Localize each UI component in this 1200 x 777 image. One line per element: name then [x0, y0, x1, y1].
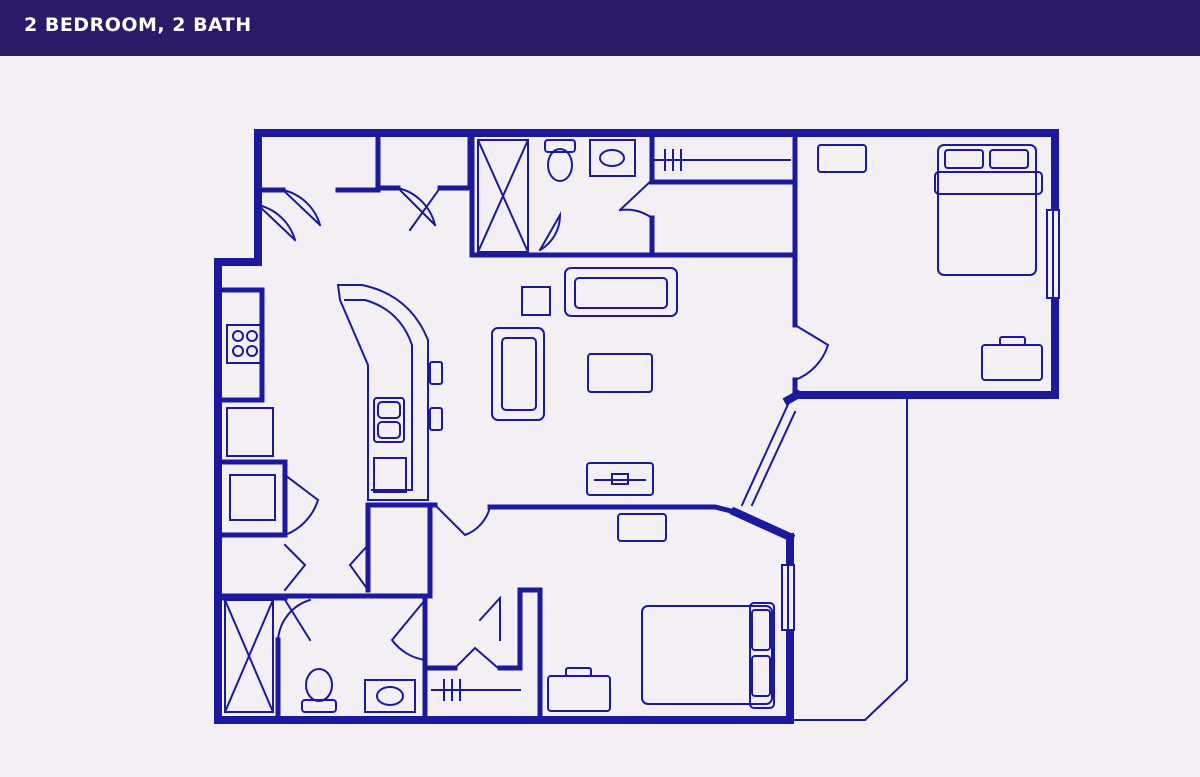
door-swing-icon: [408, 186, 442, 232]
door-swing-icon: [793, 323, 830, 382]
door-swing-icon: [283, 543, 307, 592]
interior-walls: [219, 133, 798, 719]
door-swing-icon: [276, 598, 312, 642]
nightstand: [617, 513, 667, 542]
sofa-icon: [564, 267, 678, 317]
toilet-icon: [544, 139, 576, 153]
sink-icon: [364, 679, 416, 713]
door-swing-icon: [281, 188, 322, 227]
dishwasher: [373, 457, 407, 493]
door-swing-icon: [283, 473, 320, 537]
sink-icon: [373, 397, 405, 443]
bedroom1-furniture: [817, 144, 1043, 381]
bedroom2-furniture: [547, 513, 775, 712]
door-swing-icon: [538, 211, 562, 252]
living-room-furniture: [491, 267, 678, 496]
door-swing-icon: [256, 203, 297, 242]
fridge: [226, 407, 274, 457]
desk-icon: [547, 675, 611, 712]
sliding-door-2: [750, 410, 797, 507]
door-swing-icon: [396, 186, 437, 227]
shower-icon: [477, 139, 529, 253]
exterior-wall-top: [254, 129, 1059, 399]
windows: [781, 209, 1060, 631]
wall-hall-2: [365, 502, 433, 599]
bar-stool-icon: [429, 407, 443, 431]
wall-hall-4: [487, 504, 739, 516]
door-swing-icon: [618, 178, 654, 220]
bed-icon: [937, 144, 1037, 276]
armchair-icon: [491, 327, 545, 421]
door-swing-icon: [478, 595, 501, 641]
bed-icon: [641, 605, 773, 705]
stove-icon: [226, 324, 264, 364]
wall-closet-br2-b: [517, 587, 543, 719]
exterior-wall-left: [214, 258, 794, 724]
door-swing-icon: [348, 543, 370, 592]
sliding-door: [740, 398, 792, 507]
closet-rod-icon: [654, 149, 791, 171]
washer: [229, 474, 276, 521]
balcony-outline: [789, 394, 908, 721]
page-title: 2 BEDROOM, 2 BATH: [24, 14, 252, 36]
coffee-table: [587, 353, 653, 393]
bath1-fixtures: [476, 138, 791, 254]
wall-closet-2b: [437, 133, 473, 191]
desk-icon: [981, 344, 1043, 381]
nightstand: [817, 144, 867, 173]
side-table: [521, 286, 551, 316]
shower-icon: [224, 599, 274, 713]
kitchen-island: [336, 284, 429, 501]
kitchen-fixtures: [226, 284, 443, 521]
exterior-wall-angled: [729, 506, 796, 543]
exterior-walls: [214, 129, 1059, 724]
wall-closet-1b: [335, 133, 381, 193]
closet-rod-icon: [431, 679, 521, 701]
wall-pantry: [219, 459, 288, 538]
bath2-fixtures: [223, 598, 521, 714]
door-swing-icon: [453, 646, 500, 670]
doors: [256, 178, 830, 670]
door-swing-icon: [390, 598, 427, 662]
wall-closet-br2-c: [497, 587, 523, 671]
door-swing-icon: [433, 503, 492, 537]
bar-stool-icon: [429, 361, 443, 385]
sink-icon: [589, 139, 636, 177]
tv-console: [586, 462, 654, 496]
header-bar: 2 BEDROOM, 2 BATH: [0, 0, 1200, 56]
